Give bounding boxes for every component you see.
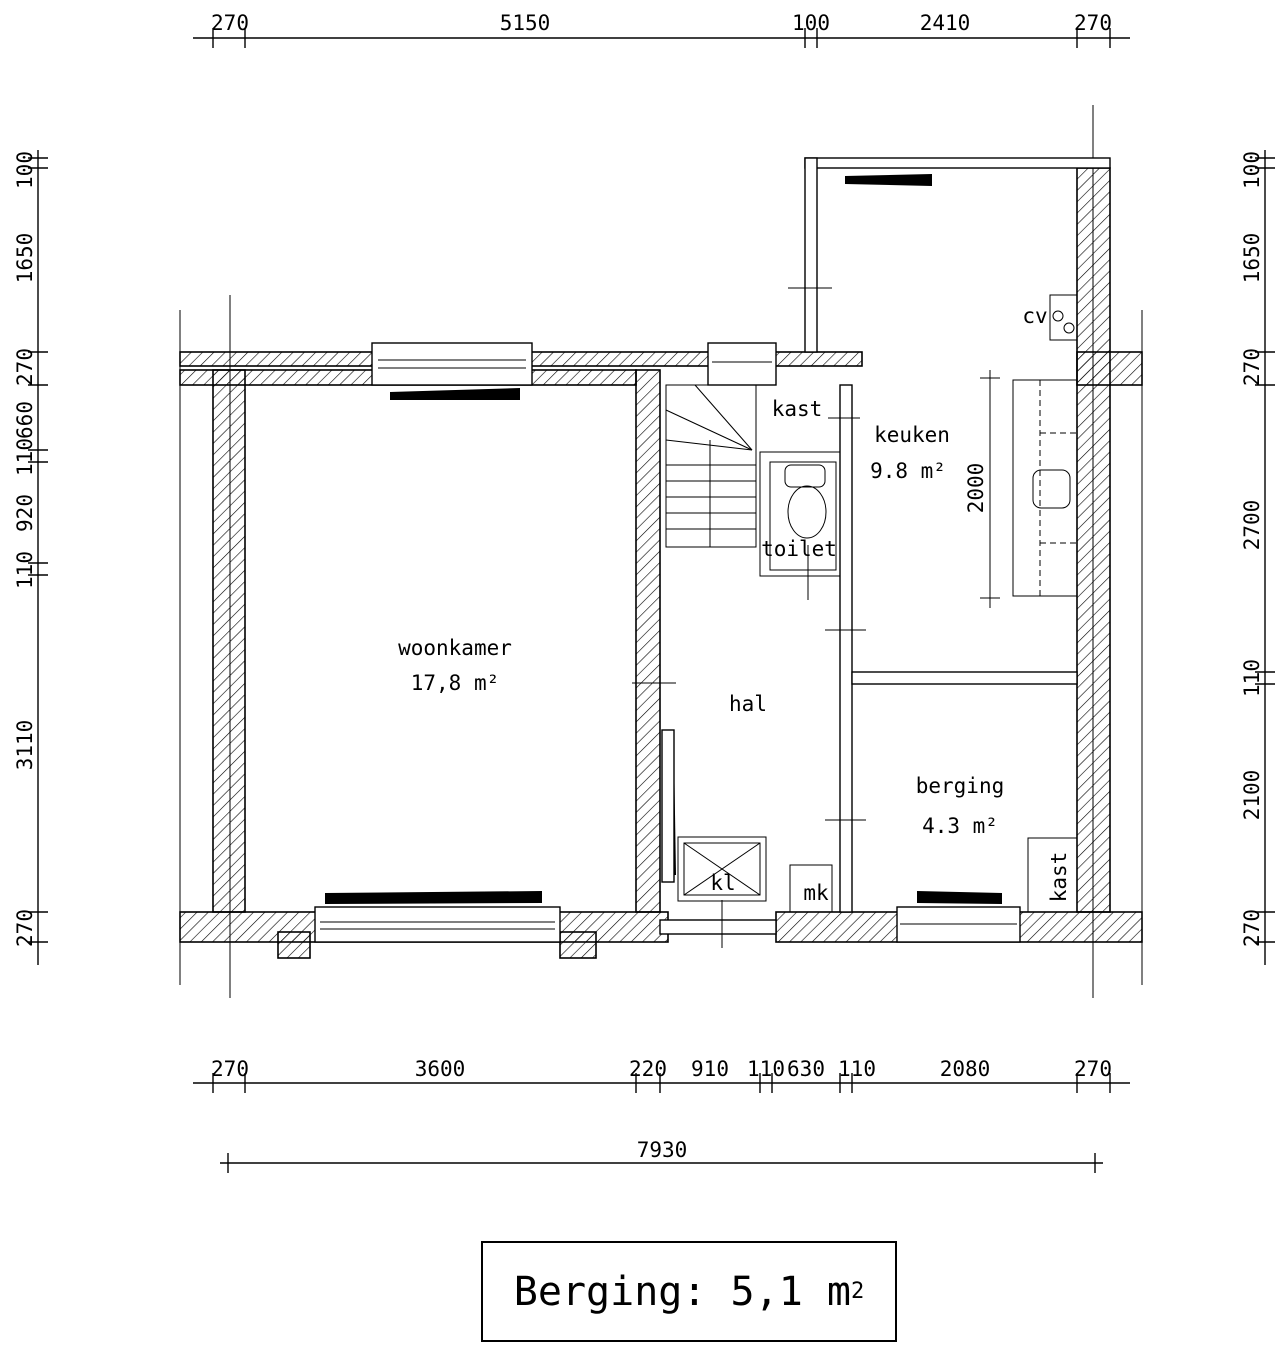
dim-bottom-5: 110 bbox=[747, 1057, 785, 1081]
right-dimension-line: 100 1650 270 2700 110 2100 270 bbox=[1240, 150, 1275, 965]
summary-superscript: 2 bbox=[850, 1279, 865, 1304]
summary-label: Berging: 5,1 m bbox=[513, 1268, 851, 1315]
overall-dimension-line: 7930 bbox=[220, 1138, 1103, 1173]
dim-left-1: 100 bbox=[13, 151, 37, 189]
dim-bottom-3: 220 bbox=[629, 1057, 667, 1081]
dim-left-6: 920 bbox=[13, 494, 37, 532]
dim-right-5: 110 bbox=[1240, 659, 1264, 697]
dim-bottom-6: 630 bbox=[787, 1057, 825, 1081]
room-keuken-name: keuken bbox=[874, 423, 950, 447]
dim-top-3: 100 bbox=[792, 11, 830, 35]
dim-top-2: 5150 bbox=[500, 11, 551, 35]
dim-bottom-4: 910 bbox=[691, 1057, 729, 1081]
label-kast-top: kast bbox=[772, 397, 823, 421]
dim-left-7: 110 bbox=[13, 551, 37, 589]
label-cv: cv bbox=[1022, 304, 1047, 328]
dim-left-3: 270 bbox=[13, 348, 37, 386]
dim-counter: 2000 bbox=[964, 463, 988, 514]
dim-overall: 7930 bbox=[637, 1138, 688, 1162]
dim-bottom-8: 2080 bbox=[940, 1057, 991, 1081]
dim-bottom-1: 270 bbox=[211, 1057, 249, 1081]
top-dimension-line: 270 5150 100 2410 270 bbox=[193, 11, 1130, 48]
dim-right-4: 2700 bbox=[1240, 500, 1264, 551]
kitchen-counter: 2000 bbox=[964, 370, 1078, 608]
room-woonkamer-name: woonkamer bbox=[398, 636, 512, 660]
axis-lines bbox=[179, 105, 1143, 998]
dim-bottom-9: 270 bbox=[1074, 1057, 1112, 1081]
dim-right-7: 270 bbox=[1240, 909, 1264, 947]
dim-right-2: 1650 bbox=[1240, 233, 1264, 284]
dim-right-6: 2100 bbox=[1240, 770, 1264, 821]
dim-top-5: 270 bbox=[1074, 11, 1112, 35]
dim-left-5: 110 bbox=[13, 438, 37, 476]
dim-left-2: 1650 bbox=[13, 233, 37, 284]
label-kl: kl bbox=[710, 871, 735, 895]
staircase bbox=[665, 384, 757, 548]
label-mk: mk bbox=[803, 881, 829, 905]
label-kast-berging: kast bbox=[1047, 852, 1071, 903]
cv-boiler bbox=[1049, 294, 1078, 341]
dim-bottom-2: 3600 bbox=[415, 1057, 466, 1081]
dim-left-9: 270 bbox=[13, 909, 37, 947]
left-dimension-line: 100 1650 270 660 110 920 110 3110 270 bbox=[13, 150, 48, 965]
room-berging-name: berging bbox=[916, 774, 1005, 798]
dim-left-4: 660 bbox=[13, 401, 37, 439]
room-hal-name: hal bbox=[729, 692, 767, 716]
dim-left-8: 3110 bbox=[13, 720, 37, 771]
fixtures bbox=[632, 287, 1078, 948]
dim-right-3: 270 bbox=[1240, 348, 1264, 386]
label-toilet: toilet bbox=[761, 537, 837, 561]
walls bbox=[179, 157, 1143, 959]
toilet-fixture bbox=[759, 451, 841, 577]
dim-top-1: 270 bbox=[211, 11, 249, 35]
windows bbox=[314, 174, 1021, 943]
room-woonkamer-area: 17,8 m² bbox=[411, 671, 500, 695]
dim-top-4: 2410 bbox=[920, 11, 971, 35]
room-keuken-area: 9.8 m² bbox=[870, 459, 946, 483]
bottom-dimension-line: 270 3600 220 910 110 630 110 2080 270 bbox=[193, 1057, 1130, 1093]
dim-right-1: 100 bbox=[1240, 151, 1264, 189]
room-berging-area: 4.3 m² bbox=[922, 814, 998, 838]
dim-bottom-7: 110 bbox=[838, 1057, 876, 1081]
